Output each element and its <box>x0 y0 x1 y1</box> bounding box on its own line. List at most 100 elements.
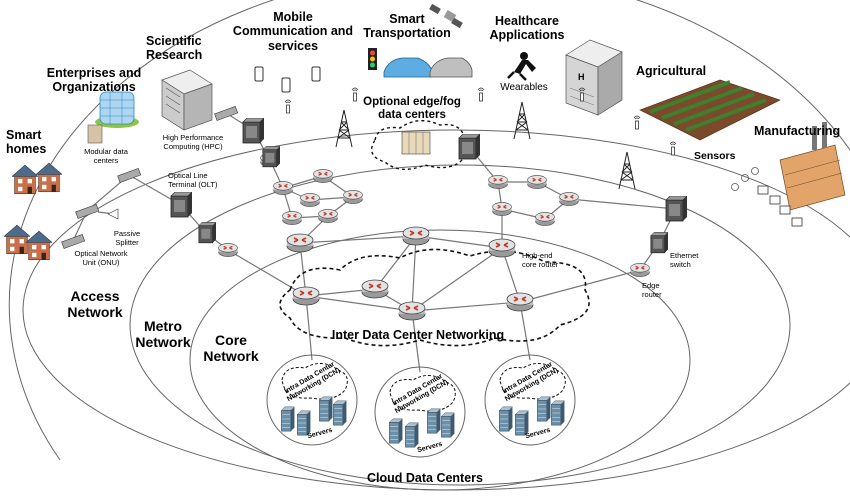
router-icon <box>629 262 651 278</box>
sensor-icon <box>633 115 641 130</box>
link <box>415 235 503 249</box>
edge-fog-rack <box>401 131 431 155</box>
router-icon <box>299 192 321 208</box>
wearables-label: Wearables <box>500 82 548 93</box>
router-icon <box>361 279 389 299</box>
sensor-icon <box>284 99 292 114</box>
router-icon <box>526 174 548 190</box>
hpc-label: High Performance Computing (HPC) <box>162 133 224 151</box>
server-rack-icon <box>332 400 347 426</box>
link <box>299 235 417 244</box>
server-rack-icon <box>498 406 513 432</box>
server-rack-icon <box>404 422 419 448</box>
inter-dc-label: Inter Data Center Networking <box>331 328 505 342</box>
tower-icon <box>618 151 636 190</box>
house-icon <box>26 230 52 261</box>
car-icon <box>383 57 433 78</box>
link <box>411 235 417 312</box>
router-icon <box>491 201 513 217</box>
sensors-label: Sensors <box>694 150 736 162</box>
tower-icon <box>513 101 531 140</box>
link <box>227 249 307 297</box>
onu-label: Optical Network Unit (ONU) <box>74 249 128 267</box>
olt-icon <box>458 134 480 160</box>
server-rack-icon <box>440 412 455 438</box>
domain-scientific: Scientific Research <box>146 34 203 63</box>
olt-icon <box>170 192 192 218</box>
inter-dc-cloud <box>279 248 590 347</box>
server-rack-icon <box>318 396 333 422</box>
router-icon <box>317 208 339 224</box>
olt-label: Optical Line Terminal (OLT) <box>168 171 218 189</box>
phone-icon <box>281 77 291 93</box>
enterprise-building <box>87 91 139 144</box>
ethernet-switch-label: Ethernet switch <box>670 251 699 269</box>
router-icon <box>272 180 294 196</box>
access-devices <box>61 106 239 249</box>
phone-icon <box>311 66 321 82</box>
olt-icon <box>665 196 687 222</box>
splitter-label: Passive Splitter <box>113 229 141 247</box>
edge-fog-label: Optional edge/fog data centers <box>363 96 461 122</box>
server-rack-icon <box>388 418 403 444</box>
edge-router-label: Edge router <box>642 281 662 299</box>
modular-dc-label: Modular data centers <box>84 147 128 165</box>
link <box>374 235 417 290</box>
router-icon <box>217 242 239 258</box>
switch-icon <box>262 146 280 168</box>
server-rack-icon <box>280 406 295 432</box>
link <box>305 295 413 312</box>
router-icon <box>558 191 580 207</box>
link <box>411 247 503 312</box>
switch-icon <box>650 232 668 254</box>
router-icon <box>534 211 556 227</box>
onu-icon <box>75 204 100 219</box>
server-rack-icon <box>550 400 565 426</box>
domain-mobile: Mobile Communication and services <box>232 10 354 53</box>
domain-transportation: Smart Transportation <box>363 12 451 41</box>
field-icon <box>639 79 781 141</box>
hpc-icon <box>161 69 213 131</box>
server-rack-icon <box>536 396 551 422</box>
domain-agricultural: Agricultural <box>636 64 707 78</box>
house-icon <box>4 224 30 255</box>
olt-icon <box>242 118 264 144</box>
domain-healthcare: Healthcare Applications <box>489 14 565 43</box>
svg-text:H: H <box>578 72 585 82</box>
smart-homes-group <box>4 162 62 261</box>
router-icon <box>506 292 534 312</box>
onu-icon <box>214 106 239 121</box>
server-rack-icon <box>426 408 441 434</box>
sensor-dots <box>731 167 759 191</box>
network-rings <box>8 0 850 491</box>
router-icon <box>292 286 320 306</box>
high-end-router-label: High-end core router <box>522 251 559 269</box>
wearable-icon <box>507 52 536 81</box>
car-icon <box>429 57 473 78</box>
switch-icon <box>198 222 216 244</box>
router-icon <box>487 174 509 190</box>
router-icon <box>281 210 303 226</box>
link <box>411 301 521 312</box>
workstations <box>757 185 803 227</box>
modular-dc-icon <box>87 124 103 144</box>
domain-enterprises: Enterprises and Organizations <box>46 66 142 95</box>
transportation-icons <box>368 3 473 78</box>
router-icon <box>312 168 334 184</box>
ring-cloud-label: Cloud Data Centers <box>367 471 483 485</box>
ring-access-label: Access Network <box>67 288 123 321</box>
ring-core-label: Core Network <box>203 332 259 365</box>
router-icon <box>342 189 364 205</box>
router-icon <box>402 226 430 246</box>
link <box>519 269 641 303</box>
house-icon <box>12 164 38 195</box>
link <box>305 295 313 361</box>
building-icon: H <box>565 39 623 116</box>
sensor-icon <box>669 141 677 156</box>
satellite-icon <box>429 3 463 29</box>
router-icon <box>488 238 516 258</box>
sensor-icon <box>477 87 485 102</box>
server-rack-icon <box>296 410 311 436</box>
